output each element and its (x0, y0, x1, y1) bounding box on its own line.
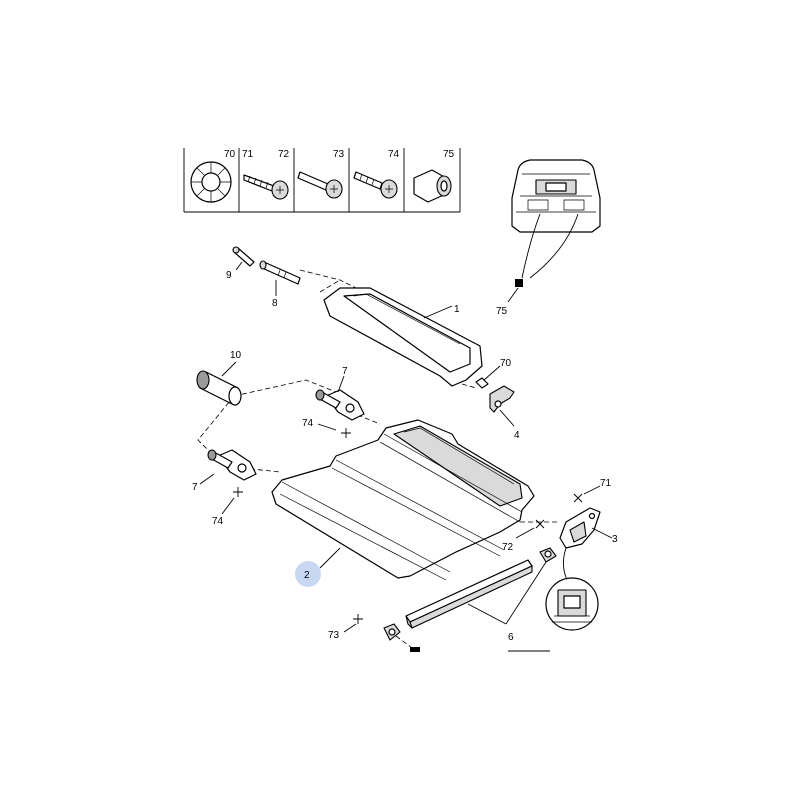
legend-ref-71: 71 (242, 149, 254, 160)
legend-ref-73: 73 (333, 149, 345, 160)
label-3: 3 (612, 534, 618, 545)
part-2-floor-panel (272, 420, 534, 580)
part-6-clip-right (540, 548, 556, 562)
label-2: 2 (304, 570, 310, 581)
part-7-pivot-upper (316, 390, 364, 420)
label-10: 10 (230, 350, 242, 361)
screw-71-icon (244, 175, 288, 199)
legend-ref-74: 74 (388, 149, 400, 160)
marker-74-upper (341, 428, 351, 438)
marker-74-lower (233, 487, 243, 497)
latch-detail-inset (546, 578, 598, 630)
legend-ref-70: 70 (224, 149, 236, 160)
marker-clip-end (410, 647, 420, 652)
part-70-clip (476, 378, 488, 388)
label-73: 73 (328, 630, 340, 641)
label-74-lower: 74 (212, 516, 224, 527)
screw-72-icon (298, 172, 342, 198)
vehicle-rear-inset (512, 160, 600, 287)
part-10-bumper (197, 371, 241, 405)
part-4-hinge (490, 386, 514, 412)
label-71: 71 (600, 478, 612, 489)
part-3-latch (560, 508, 600, 582)
marker-73 (353, 614, 363, 624)
label-6: 6 (508, 632, 514, 643)
part-7-pivot-lower (208, 450, 256, 480)
label-75: 75 (496, 306, 508, 317)
label-72: 72 (502, 542, 514, 553)
label-7-upper: 7 (342, 366, 348, 377)
legend-ref-75: 75 (443, 149, 455, 160)
part-8-stud (260, 261, 300, 284)
part-9-pin (233, 247, 254, 266)
label-74-upper: 74 (302, 418, 314, 429)
screw-73-icon (354, 172, 397, 198)
part-1-shelf-panel (324, 288, 482, 386)
label-7-lower: 7 (192, 482, 198, 493)
label-9: 9 (226, 270, 232, 281)
label-8: 8 (272, 298, 278, 309)
label-1: 1 (454, 304, 460, 315)
legend-ref-72: 72 (278, 149, 290, 160)
fastener-legend: 70 71 72 73 74 75 (184, 148, 460, 212)
push-nut-icon (191, 162, 231, 202)
marker-72 (536, 520, 544, 528)
connector-75-marker (515, 279, 523, 287)
label-70: 70 (500, 358, 512, 369)
clip-74-icon (414, 170, 451, 202)
label-4: 4 (514, 430, 520, 441)
marker-71 (574, 494, 582, 502)
part-6-trim-strip (406, 560, 532, 628)
